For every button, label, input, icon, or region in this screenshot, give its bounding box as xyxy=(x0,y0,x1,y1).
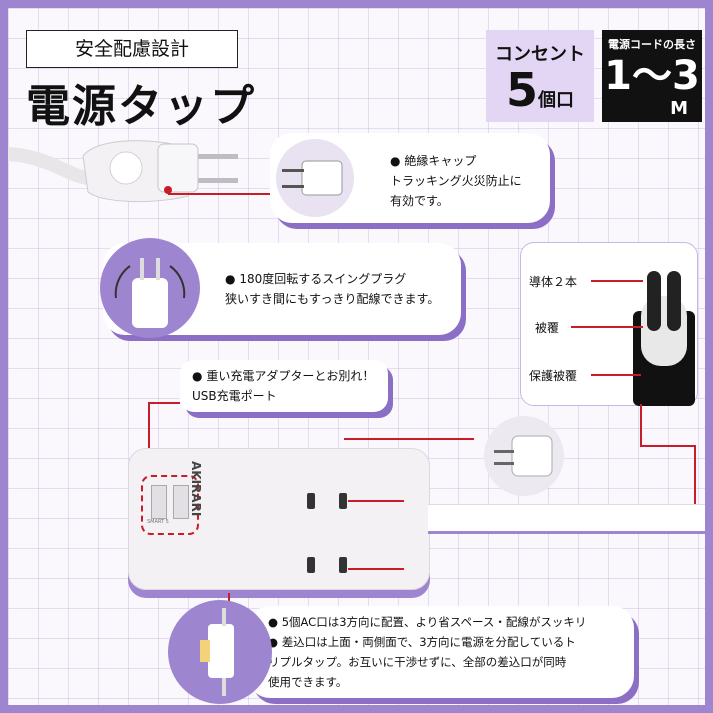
cable-leader-v2 xyxy=(694,445,696,507)
cap-line2: トラッキング火災防止に xyxy=(390,174,522,188)
safety-design-label: 安全配慮設計 xyxy=(26,30,238,68)
plug-illustration xyxy=(8,140,238,203)
triple-tap-closeup xyxy=(168,600,272,704)
usb-line1: 重い充電アダプターとお別れ！ xyxy=(206,369,375,383)
cap-closeup xyxy=(276,139,354,217)
side-plug-closeup xyxy=(484,416,564,496)
outlet-count-badge: コンセント 5個口 xyxy=(486,30,594,122)
conductor-arrow xyxy=(591,280,643,282)
cap-line3: 有効です。 xyxy=(390,194,449,208)
outlet-leader-mid xyxy=(348,500,404,502)
cap-leader-line xyxy=(168,193,278,195)
cable-diagram xyxy=(633,271,695,406)
power-cord xyxy=(428,504,705,534)
jacket-arrow xyxy=(591,374,641,376)
usb-callout: ● 重い充電アダプターとお別れ！ USB充電ポート xyxy=(180,360,388,412)
power-strip: SMART 5 AKIRARI xyxy=(128,448,430,590)
usb-port-2 xyxy=(173,485,189,519)
cord-length: 1〜3 xyxy=(604,53,700,99)
layout-bullet-1: ● xyxy=(268,615,279,629)
cable-cross-section: 導体２本 被覆 保護被覆 xyxy=(520,242,698,406)
swing-line1: 180度回転するスイングプラグ xyxy=(239,272,407,286)
usb-port-1 xyxy=(151,485,167,519)
outlet-count: 5 xyxy=(505,63,538,117)
sheath-label: 被覆 xyxy=(535,321,560,335)
usb-leader-h xyxy=(148,402,180,404)
jacket-label: 保護被覆 xyxy=(529,369,578,383)
conductor-label: 導体２本 xyxy=(529,275,578,289)
outlet-leader-top xyxy=(344,438,474,440)
top-outlet xyxy=(297,483,357,523)
cap-callout: ● 絶縁キャップ トラッキング火災防止に 有効です。 xyxy=(270,133,550,223)
layout-line3: リプルタップ。お互いに干渉せずに、全部の差込口が同時 xyxy=(268,655,567,669)
cord-length-badge: 電源コードの長さ 1〜3 M xyxy=(602,30,702,122)
layout-line2: 差込口は上面・両側面で、3方向に電源を分配しているト xyxy=(281,635,576,649)
swing-line2: 狭いすき間にもすっきり配線できます。 xyxy=(225,292,440,306)
usb-port-highlight: SMART 5 xyxy=(141,475,199,535)
cable-leader-h xyxy=(640,445,696,447)
usb-bullet: ● xyxy=(192,369,203,383)
cord-length-unit: M xyxy=(670,98,688,119)
usb-line2: USB充電ポート xyxy=(192,389,277,403)
outlet-badge-label: コンセント xyxy=(495,44,585,65)
layout-line1: 5個AC口は3方向に配置、より省スペース・配線がスッキリ xyxy=(281,615,587,629)
outlet-leader-low xyxy=(348,568,404,570)
cap-line1: 絶縁キャップ xyxy=(404,154,477,168)
usb-port-label: SMART 5 xyxy=(147,519,169,525)
page-title: 電源タップ xyxy=(26,81,256,132)
cable-leader-v1 xyxy=(640,404,642,446)
usb-leader-v xyxy=(148,402,150,472)
layout-bullet-2: ● xyxy=(268,635,279,649)
side-outlet xyxy=(297,547,357,587)
swing-plug-closeup xyxy=(100,238,200,338)
layout-line4: 使用できます。 xyxy=(268,675,348,689)
outlet-unit: 個口 xyxy=(538,90,574,111)
sheath-arrow xyxy=(571,326,643,328)
swing-bullet: ● xyxy=(225,272,236,286)
layout-callout: ● 5個AC口は3方向に配置、より省スペース・配線がスッキリ ● 差込口は上面・… xyxy=(248,606,634,698)
brand-label: AKIRARI xyxy=(189,461,203,517)
cord-badge-label: 電源コードの長さ xyxy=(608,38,696,51)
cap-bullet: ● xyxy=(390,154,401,168)
